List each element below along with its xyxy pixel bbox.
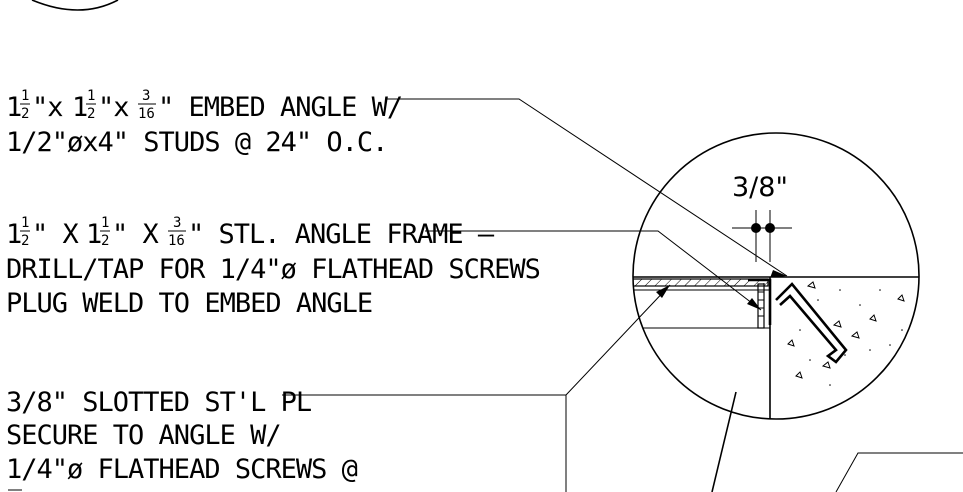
embed-size-whole-b: 1 xyxy=(72,92,87,123)
slotted-plate-section xyxy=(633,278,769,287)
svg-text:1: 1 xyxy=(6,92,21,123)
embed-size-x1: "x xyxy=(32,92,63,123)
embed-size-den-b: 2 xyxy=(87,106,95,122)
frame-size-num-a: 1 xyxy=(21,215,29,231)
embed-size-num-c: 3 xyxy=(142,88,150,104)
flathead-screw xyxy=(757,283,765,329)
frame-size-whole-a: 1 xyxy=(6,219,21,250)
frame-size-x2: " X xyxy=(112,219,159,250)
lower-leader-1 xyxy=(711,391,737,492)
frame-size-x1: " X xyxy=(32,219,79,250)
embed-size-x2: "x xyxy=(98,92,129,123)
frame-size-den-a: 2 xyxy=(21,233,29,249)
dimension-label: 3/8" xyxy=(732,172,788,203)
frame-line1-tail: " STL. ANGLE FRAME — xyxy=(188,219,495,250)
frame-size-num-b: 1 xyxy=(101,215,109,231)
concrete-stipple xyxy=(787,281,906,386)
frame-line3: PLUG WELD TO EMBED ANGLE xyxy=(6,288,372,319)
frame-size-num-c: 3 xyxy=(173,215,181,231)
embed-line1-tail: " EMBED ANGLE W/ xyxy=(158,92,402,123)
embed-line2: 1/2"øx4" STUDS @ 24" O.C. xyxy=(6,127,387,158)
embed-size-num-b: 1 xyxy=(87,88,95,104)
embed-size-den-a: 2 xyxy=(21,106,29,122)
plate-line3: 1/4"ø FLATHEAD SCREWS @ xyxy=(6,454,358,485)
dimension-3-8: 3/8" xyxy=(732,172,792,262)
plate-line2: SECURE TO ANGLE W/ xyxy=(6,420,281,451)
embed-size-den-c: 16 xyxy=(138,106,155,122)
embed-size-whole-a: 1 xyxy=(6,92,21,123)
frame-size-whole-b: 1 xyxy=(86,219,101,250)
callout-embed-angle: 1 1 2 "x 1 1 2 "x 3 16 " EMBED ANGLE W/ … xyxy=(6,88,788,278)
detail-bubble-arc xyxy=(31,0,119,11)
plate-line1: 3/8" SLOTTED ST'L PL xyxy=(6,387,312,418)
frame-size-den-b: 2 xyxy=(101,233,109,249)
lower-leader-2 xyxy=(835,452,963,492)
embed-size-num-a: 1 xyxy=(21,88,29,104)
callout-angle-frame: 1 1 2 " X 1 1 2 " X 3 16 " STL. ANGLE FR… xyxy=(6,215,762,319)
embed-angle-section xyxy=(775,282,848,364)
frame-line2: DRILL/TAP FOR 1/4"ø FLATHEAD SCREWS xyxy=(6,254,540,285)
frame-size-den-c: 16 xyxy=(168,233,185,249)
callout-slotted-plate: 3/8" SLOTTED ST'L PL SECURE TO ANGLE W/ … xyxy=(6,284,671,492)
angle-frame-section xyxy=(748,278,772,325)
